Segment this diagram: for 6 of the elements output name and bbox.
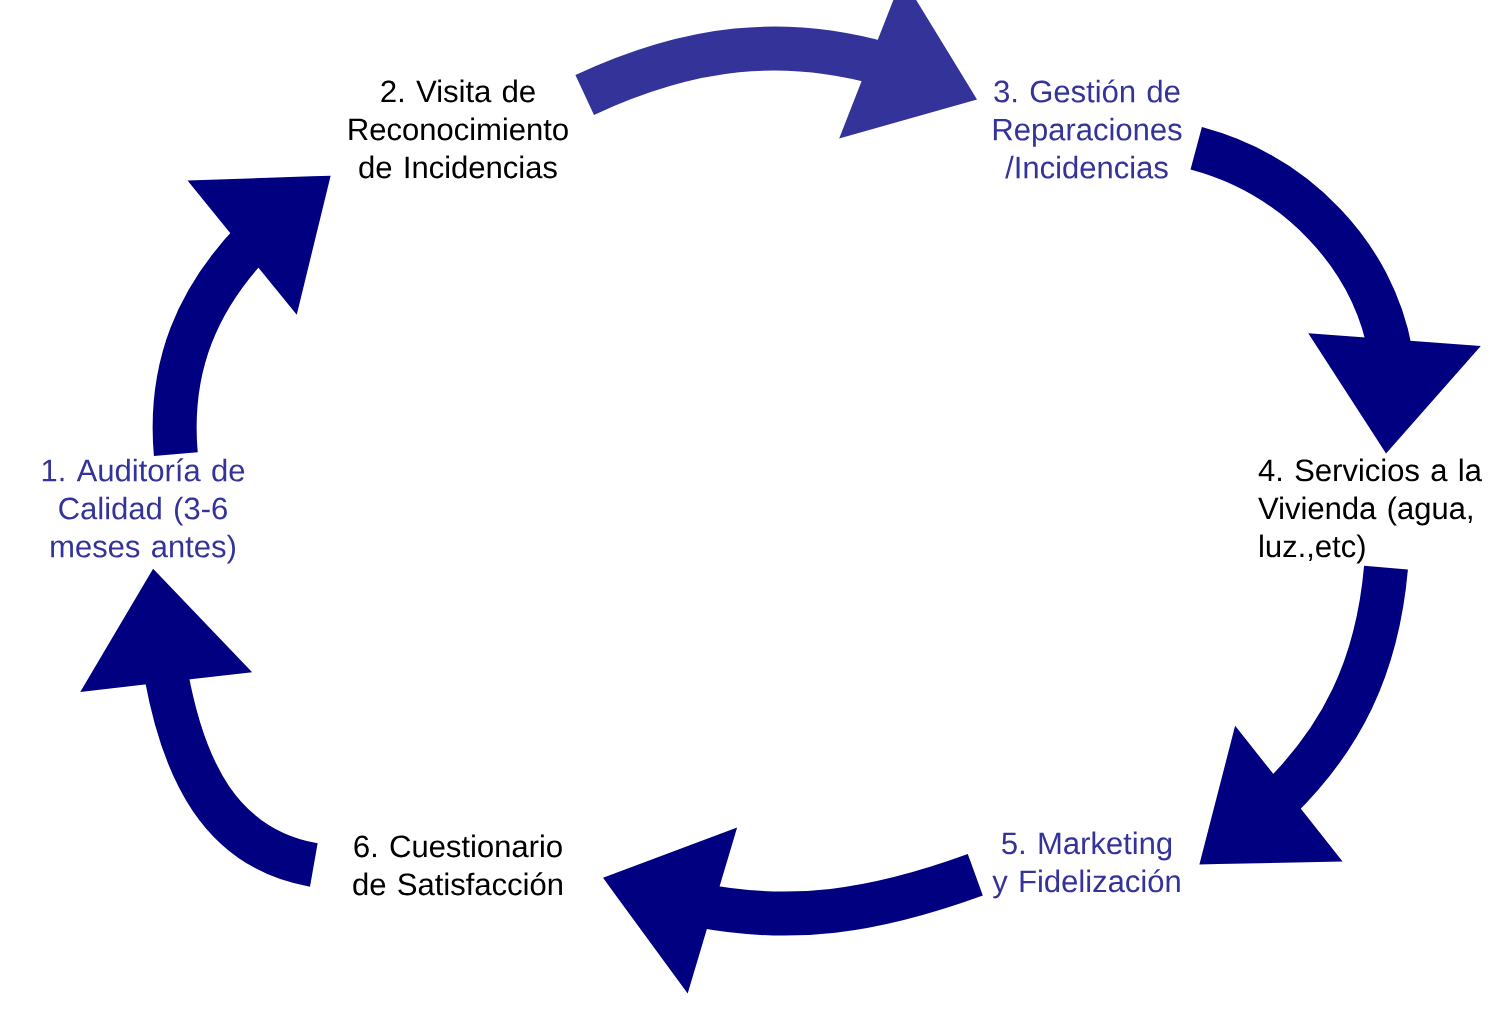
step-label: 6. Cuestionario de Satisfacción	[353, 834, 562, 896]
step-label: 5. Marketing y Fidelización	[992, 831, 1180, 899]
step-label: 1. Auditoría de Calidad (3-6 meses antes)	[42, 458, 245, 564]
step-label: 3. Gestión de Reparaciones /Incidencias	[993, 79, 1182, 179]
step-label: 4. Servicios a la Vivienda (agua, luz.,etc)	[1258, 458, 1482, 564]
step-label: 2. Visita de Reconocimiento de Incidencias	[349, 79, 568, 179]
